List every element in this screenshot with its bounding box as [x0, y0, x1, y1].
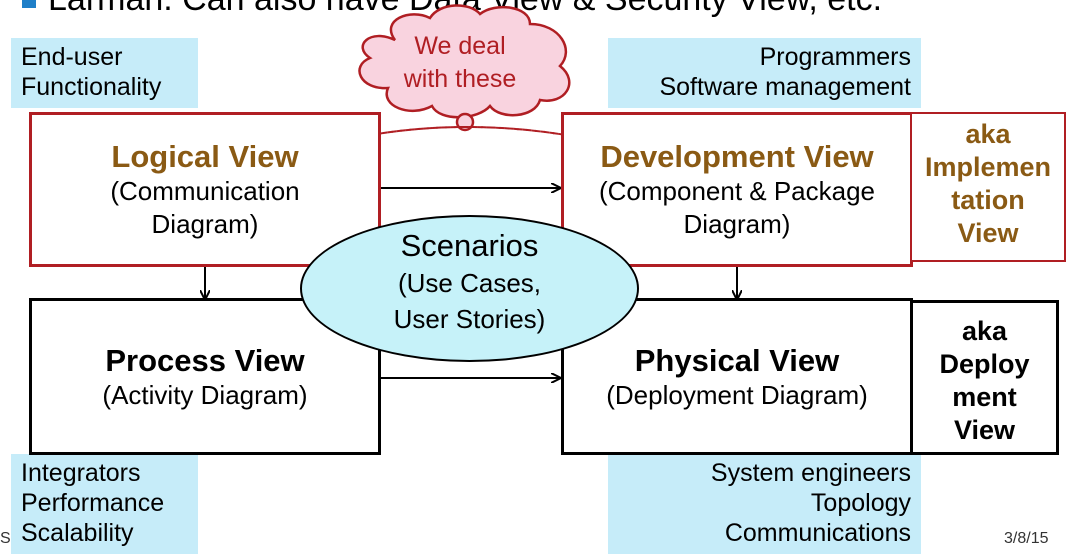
- cloud-shape: [358, 4, 571, 132]
- stakeholder-box-development: Programmers Software management: [608, 38, 921, 108]
- cloud-label: We deal with these: [380, 30, 540, 96]
- stakeholder-box-physical: System engineers Topology Communications: [608, 454, 921, 554]
- stakeholder-line: Communications: [724, 519, 911, 547]
- stakeholder-line: System engineers: [710, 459, 911, 487]
- view-subtitle: Diagram): [683, 209, 791, 239]
- aka-line: View: [957, 218, 1019, 248]
- aka-line: tation: [951, 185, 1025, 215]
- view-title: Physical View: [634, 343, 840, 378]
- aka-line: ment: [952, 382, 1017, 412]
- view-title: Process View: [105, 343, 305, 378]
- stakeholder-line: Performance: [21, 489, 165, 517]
- development-view-box: Development View (Component & Package Di…: [561, 112, 913, 267]
- stakeholder-line: Scalability: [21, 519, 134, 547]
- view-subtitle: (Deployment Diagram): [606, 380, 868, 410]
- stakeholder-line: Functionality: [21, 73, 162, 101]
- stakeholder-line: Topology: [810, 489, 911, 517]
- aka-implementation-box: aka Implemen tation View: [910, 112, 1066, 262]
- stakeholder-line: Software management: [659, 73, 911, 101]
- dashed-arrow-right: [364, 126, 573, 140]
- stakeholder-box-logical: End-user Functionality: [11, 38, 198, 108]
- aka-line: Implemen: [924, 152, 1052, 182]
- aka-line: aka: [961, 316, 1008, 346]
- stakeholder-box-process: Integrators Performance Scalability: [11, 454, 198, 554]
- process-view-box: Process View (Activity Diagram): [29, 298, 381, 455]
- view-title: Logical View: [111, 139, 299, 174]
- aka-line: Deploy: [939, 349, 1030, 379]
- slide-date: 3/8/15: [1004, 530, 1049, 547]
- stakeholder-line: End-user: [21, 43, 123, 71]
- physical-view-box: Physical View (Deployment Diagram): [561, 298, 913, 455]
- aka-deployment-box: aka Deploy ment View: [910, 300, 1059, 455]
- stakeholder-line: Integrators: [21, 459, 141, 487]
- view-subtitle: (Communication: [110, 176, 300, 206]
- aka-line: View: [953, 415, 1016, 445]
- aka-line: aka: [965, 119, 1011, 149]
- view-subtitle: (Component & Package: [598, 176, 876, 206]
- stakeholder-line: Programmers: [759, 43, 911, 71]
- slide-footer-text: S: [0, 530, 11, 547]
- bullet-square-icon: [22, 0, 36, 8]
- dashed-arrow-left: [364, 126, 573, 140]
- cloud-line-2: with these: [403, 65, 517, 93]
- scenarios-line: User Stories): [393, 304, 546, 334]
- view-subtitle: Diagram): [151, 209, 259, 239]
- scenarios-title: Scenarios: [400, 228, 539, 263]
- scenarios-line: (Use Cases,: [397, 268, 542, 298]
- logical-view-box: Logical View (Communication Diagram): [29, 112, 381, 267]
- scenarios-ellipse: Scenarios (Use Cases, User Stories): [300, 215, 639, 362]
- view-title: Development View: [600, 139, 874, 174]
- cloud-line-1: We deal: [414, 32, 506, 60]
- view-subtitle: (Activity Diagram): [102, 380, 308, 410]
